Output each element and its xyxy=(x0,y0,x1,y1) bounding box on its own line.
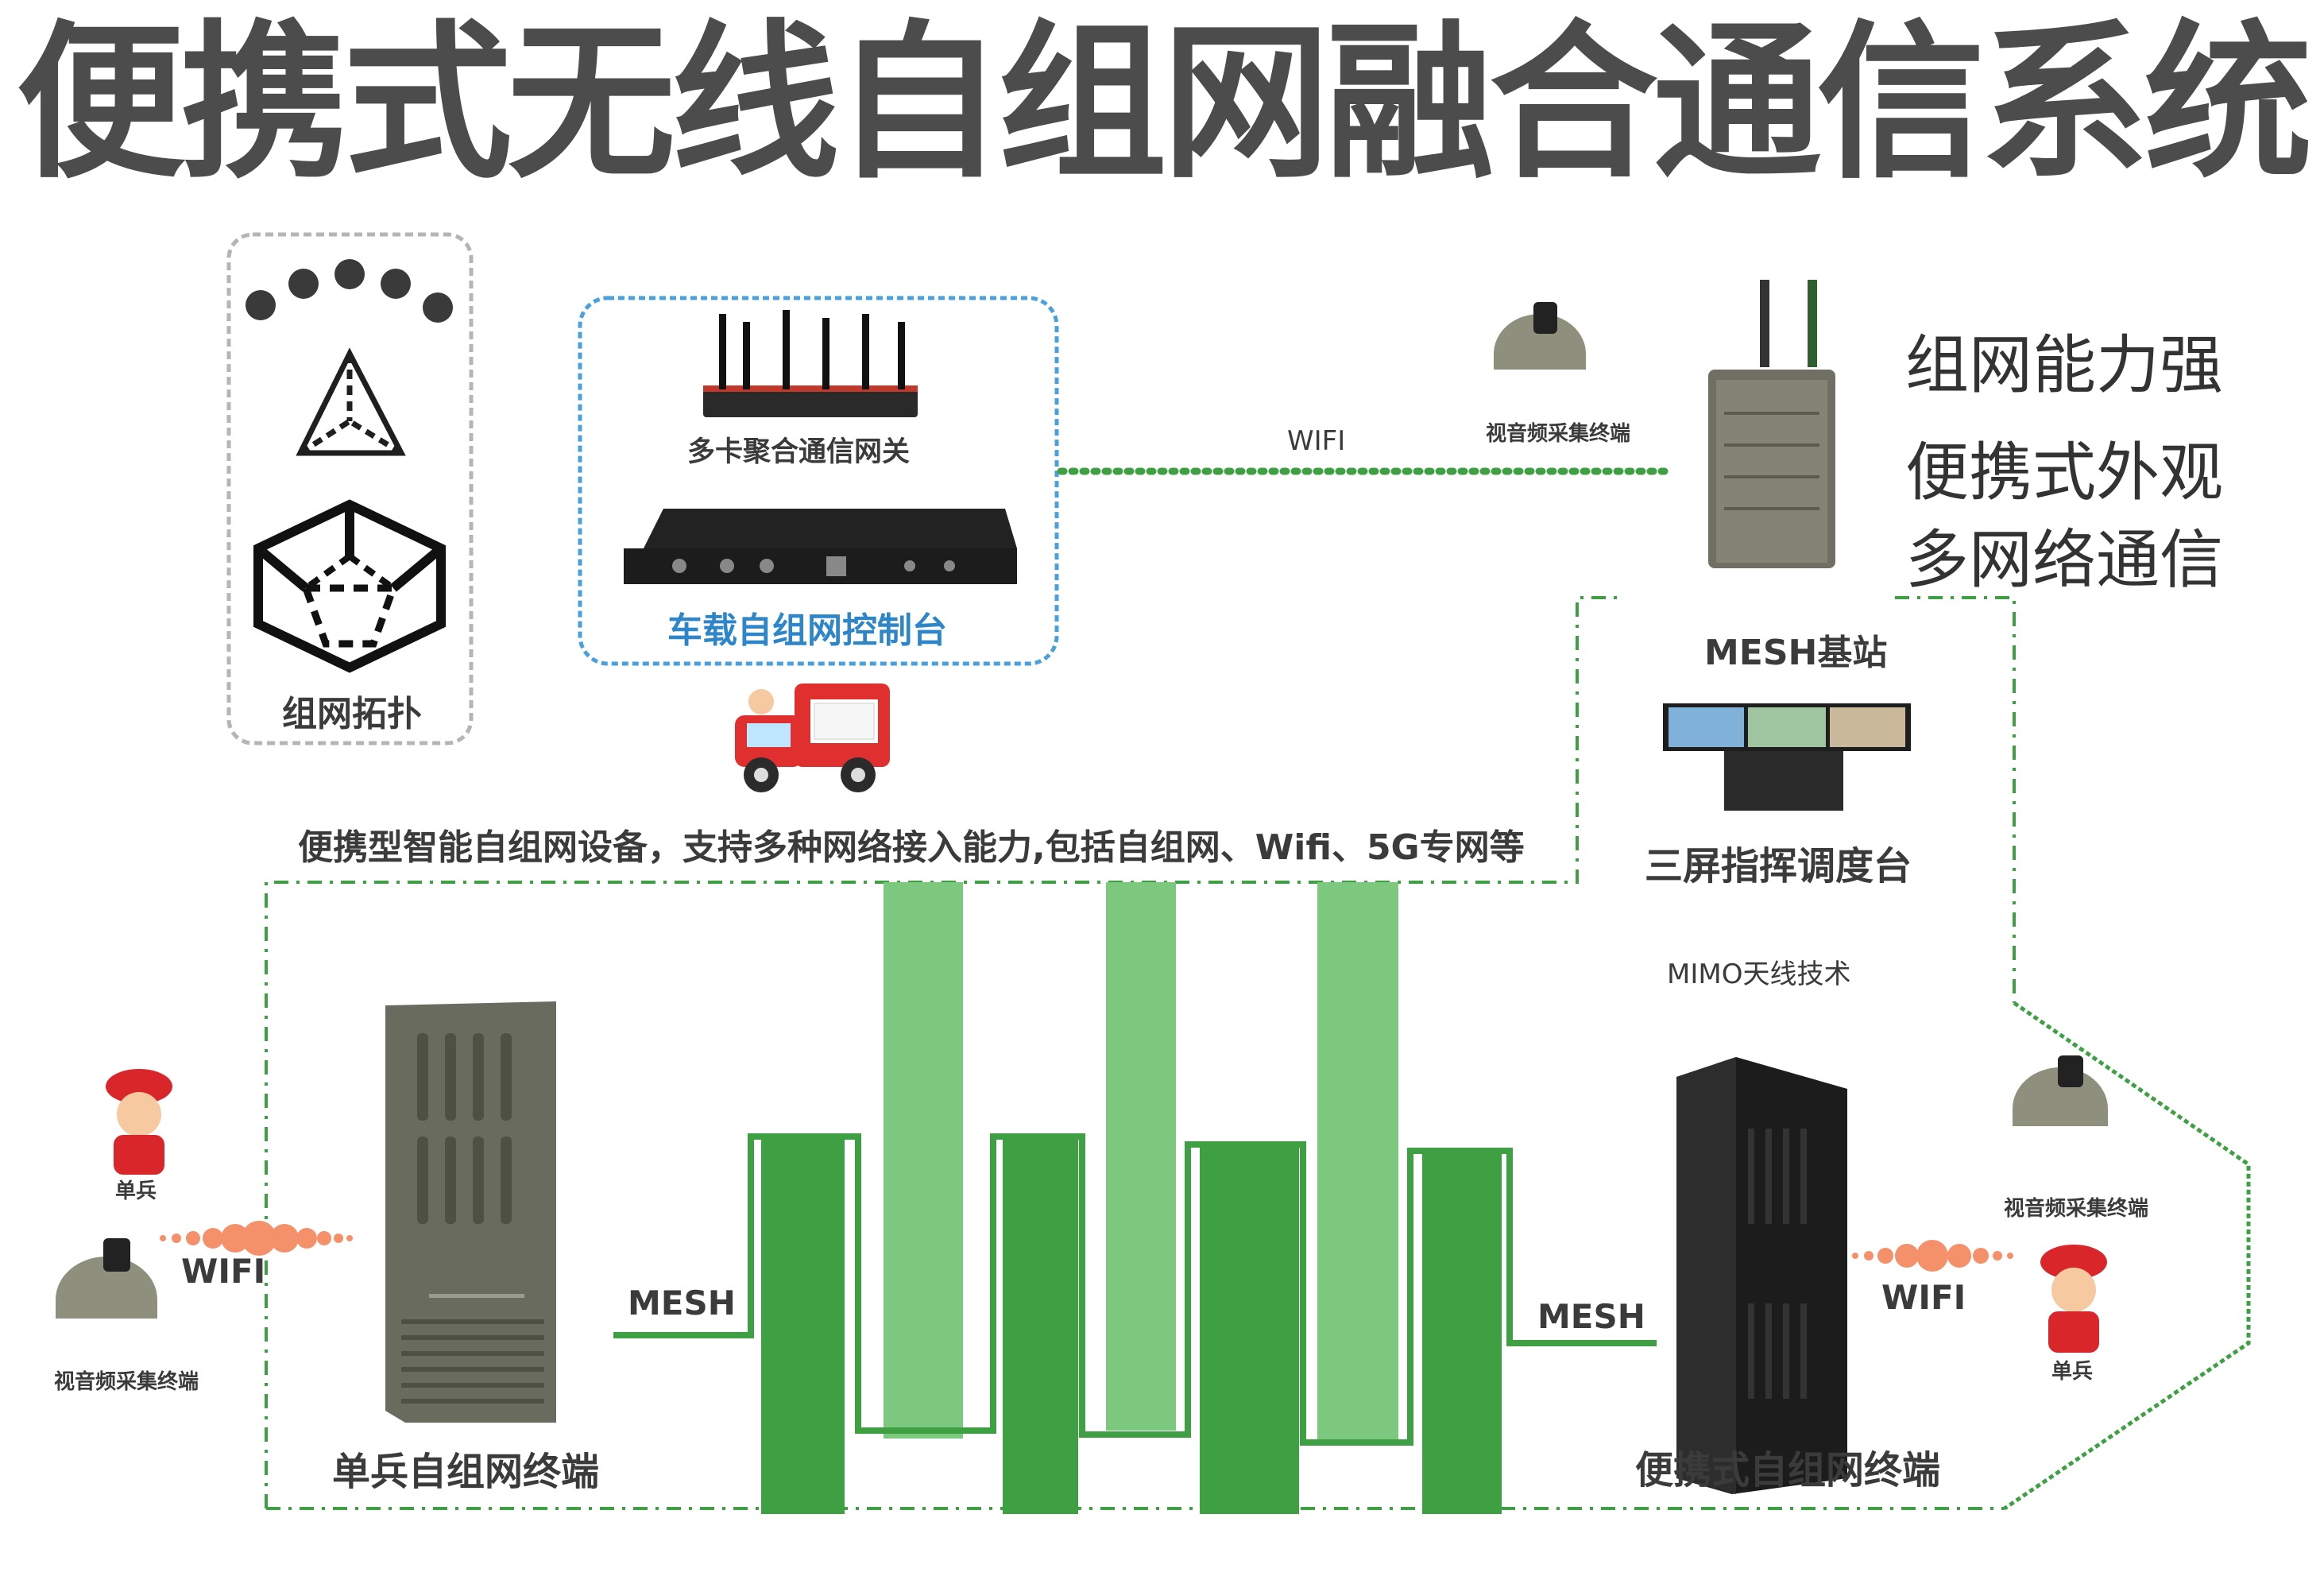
three-screen-console-icon xyxy=(1663,703,1911,811)
soldier-terminal-device-icon xyxy=(385,1001,556,1423)
rack-console-icon xyxy=(624,509,1017,584)
three-screen-label: 三屏指挥调度台 xyxy=(1645,844,1912,889)
gateway-router-icon xyxy=(703,310,918,417)
firefighter-icon xyxy=(2040,1245,2107,1353)
node-dots-icon xyxy=(246,259,453,323)
network-boundary-zigzag xyxy=(2003,1001,2251,1511)
mesh-bars xyxy=(613,882,1657,1514)
gateway-label: 多卡聚合通信网关 xyxy=(687,436,911,468)
wifi-signal-icon xyxy=(1852,1240,2013,1272)
vehicle-console-panel xyxy=(578,296,1059,666)
soldier-label-left: 单兵 xyxy=(115,1179,157,1203)
wifi-left-label: WIFI xyxy=(181,1252,266,1291)
feature-1: 组网能力强 xyxy=(1905,328,2223,402)
portable-terminal-device-icon xyxy=(1676,1057,1847,1494)
mimo-label: MIMO天线技术 xyxy=(1667,958,1851,990)
wifi-right-label: WIFI xyxy=(1881,1278,1966,1317)
av-terminal-label-right: 视音频采集终端 xyxy=(2004,1197,2149,1221)
tetrahedron-icon xyxy=(296,347,406,456)
polyhedron-icon xyxy=(253,499,446,673)
av-terminal-helmet-icon xyxy=(2013,1055,2108,1126)
soldier-terminal-label: 单兵自组网终端 xyxy=(332,1450,600,1494)
description-text: 便携型智能自组网设备，支持多种网络接入能力,包括自组网、Wifi、5G专网等 xyxy=(298,827,1525,868)
console-label: 车载自组网控制台 xyxy=(667,610,947,651)
mesh-right-label: MESH xyxy=(1537,1297,1645,1336)
portable-terminal-label: 便携式自组网终端 xyxy=(1635,1448,1941,1493)
topology-panel xyxy=(226,232,474,745)
feature-2: 便携式外观 xyxy=(1905,436,2223,509)
av-terminal-label-top: 视音频采集终端 xyxy=(1486,422,1631,446)
av-terminal-helmet-icon xyxy=(1494,302,1586,370)
feature-3: 多网络通信 xyxy=(1905,523,2223,597)
av-terminal-label-left: 视音频采集终端 xyxy=(54,1370,199,1394)
firefighter-icon xyxy=(106,1069,172,1175)
mesh-base-label: MESH基站 xyxy=(1704,633,1888,673)
fire-truck-icon xyxy=(735,684,890,792)
mesh-base-station-icon xyxy=(1708,280,1835,568)
wifi-signal-icon xyxy=(160,1221,353,1256)
network-boundary-line xyxy=(265,596,1617,1508)
wifi-top-label: WIFI xyxy=(1287,425,1346,457)
network-boundary-line xyxy=(1895,596,2016,1003)
av-terminal-helmet-icon xyxy=(56,1238,157,1319)
mesh-left-label: MESH xyxy=(628,1284,736,1322)
page-title: 便携式无线自组网融合通信系统 xyxy=(16,5,2313,201)
soldier-label-right: 单兵 xyxy=(2051,1360,2094,1384)
topology-label: 组网拓扑 xyxy=(282,694,422,734)
